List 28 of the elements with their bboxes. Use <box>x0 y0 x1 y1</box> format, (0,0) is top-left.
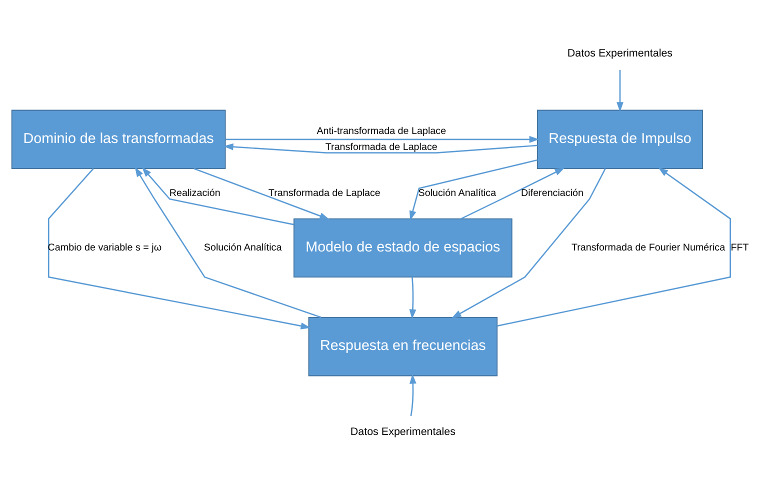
arrow <box>48 168 311 329</box>
arrow <box>223 142 538 154</box>
node-box: Respuesta en frecuencias <box>308 316 498 376</box>
arrow <box>142 166 294 225</box>
node-text: Datos Experimentales <box>350 426 456 438</box>
arrow <box>134 166 322 318</box>
edge-label: Anti-transformada de Laplace <box>316 125 446 136</box>
edge-label: Diferenciación <box>521 188 584 199</box>
arrow <box>409 373 416 416</box>
node-text: Datos Experimentales <box>567 47 673 60</box>
arrow <box>409 276 416 319</box>
arrow <box>460 167 565 219</box>
edge-label: Realización <box>169 188 220 199</box>
edge-label: FFT <box>730 242 749 253</box>
edge-label: Transformada de Fourier Numérica <box>571 242 726 253</box>
arrow <box>409 158 538 220</box>
edge-label: Solución Analítica <box>204 242 282 253</box>
arrow <box>194 168 330 219</box>
arrow <box>616 70 624 112</box>
edge-label: Transformada de Laplace <box>268 188 380 199</box>
edge-label: Transformada de Laplace <box>325 141 438 152</box>
edge-label: Solución Analítica <box>418 188 496 199</box>
arrow <box>497 166 731 326</box>
node-box: Dominio de las transformadas <box>11 109 226 168</box>
node-box: Respuesta de Impulso <box>537 109 703 168</box>
arrow <box>226 135 540 142</box>
node-box: Modelo de estado de espacios <box>294 218 512 278</box>
arrow <box>451 168 606 318</box>
